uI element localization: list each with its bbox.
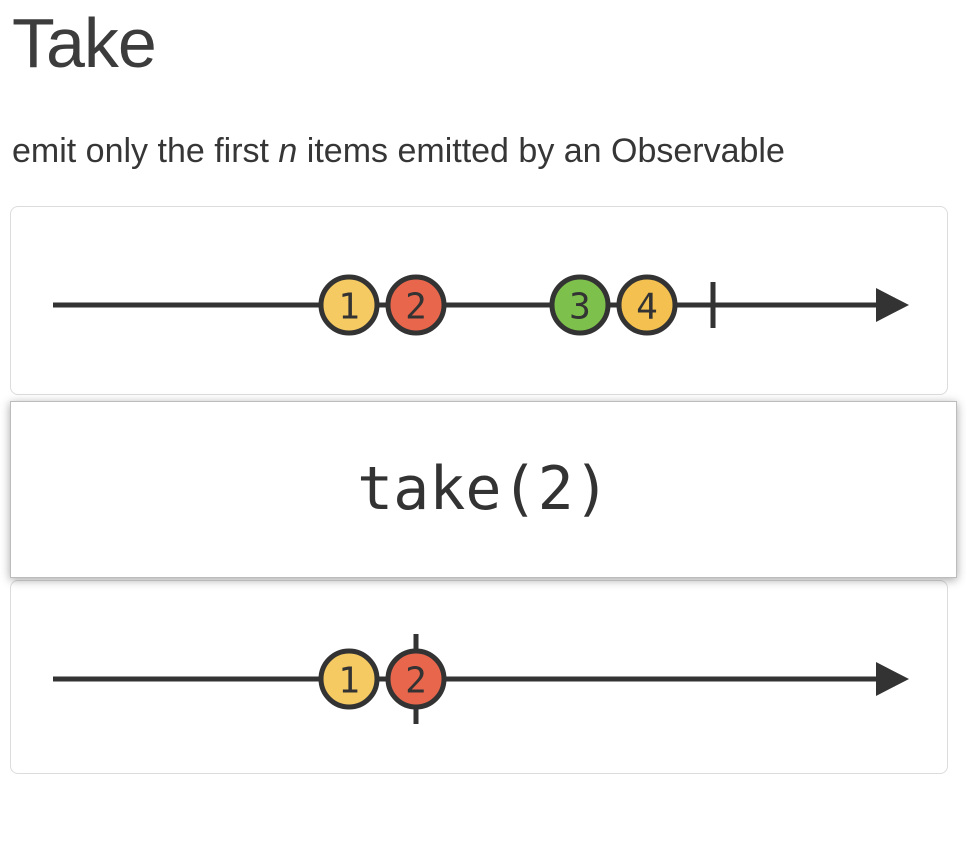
description-prefix: emit only the first [12, 131, 279, 170]
marble-output-2[interactable]: 2 [385, 648, 447, 710]
marble-value: 1 [338, 286, 360, 327]
marble-input-1[interactable]: 1 [318, 274, 380, 336]
page-title: Take [12, 4, 157, 82]
description-emphasis-n: n [278, 131, 298, 170]
output-timeline-panel: 1 2 [10, 579, 948, 774]
marble-value: 2 [405, 286, 427, 327]
marble-input-3[interactable]: 3 [549, 274, 611, 336]
input-timeline-panel: 1 2 3 4 [10, 205, 948, 395]
marble-input-2[interactable]: 2 [385, 274, 447, 336]
description-suffix: items emitted by an Observable [297, 131, 785, 170]
operator-label: take(2) [357, 454, 610, 525]
marble-output-1[interactable]: 1 [318, 648, 380, 710]
operator-description: emit only the first n items emitted by a… [12, 126, 842, 176]
operator-panel: take(2) [10, 400, 957, 578]
marble-value: 4 [636, 286, 658, 327]
marble-input-4[interactable]: 4 [616, 274, 678, 336]
output-timeline: 1 2 [53, 633, 909, 724]
arrowhead-icon [876, 287, 909, 322]
marble-value: 1 [338, 660, 360, 701]
input-timeline: 1 2 3 4 [53, 274, 909, 336]
arrowhead-icon [876, 661, 909, 696]
marble-value: 2 [405, 660, 427, 701]
marble-value: 3 [569, 286, 591, 327]
